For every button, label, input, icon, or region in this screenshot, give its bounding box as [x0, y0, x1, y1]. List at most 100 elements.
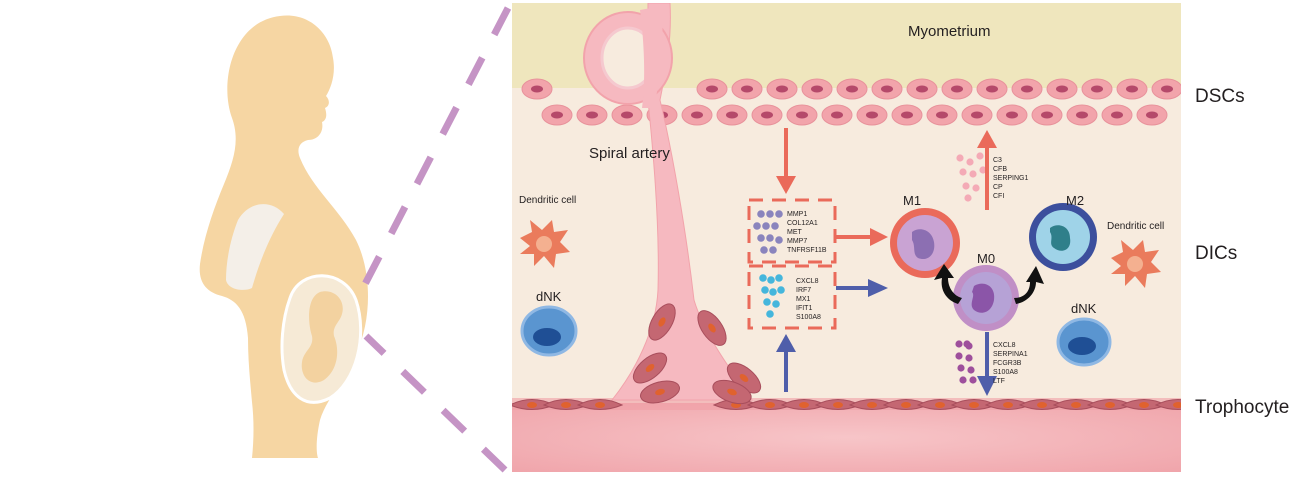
m0-to-m1-arrow	[934, 264, 962, 304]
gene-name: S100A8	[993, 369, 1018, 376]
gene-name: LTF	[993, 378, 1005, 385]
dsc-nucleus	[551, 111, 563, 119]
trophocyte-layer-label: Trophocyte	[1195, 397, 1290, 418]
evt-cell	[712, 379, 752, 405]
dsc-nucleus	[796, 111, 808, 119]
dot	[966, 158, 974, 166]
dsc-nucleus	[691, 111, 703, 119]
dot	[969, 376, 977, 384]
dot	[959, 376, 967, 384]
dot	[772, 300, 780, 308]
trophocyte-nucleus	[1105, 402, 1115, 408]
silhouette-arm-gap	[226, 204, 284, 290]
dsc-nucleus	[1161, 85, 1173, 93]
gene-name: IFIT1	[796, 305, 812, 312]
trophocyte-nucleus	[969, 402, 979, 408]
dot	[757, 234, 765, 242]
dendritic-cell-right-label: Dendritic cell	[1107, 221, 1164, 232]
evt-nucleus	[645, 364, 655, 372]
dot	[775, 210, 783, 218]
dot	[766, 234, 774, 242]
dsc-nucleus	[621, 111, 633, 119]
trophocyte-nucleus	[527, 402, 537, 408]
evt-nucleus	[739, 374, 749, 382]
dendritic-cell-left-label: Dendritic cell	[519, 195, 576, 206]
dot	[964, 194, 972, 202]
dsc-nucleus	[586, 111, 598, 119]
gene-box-upper	[747, 198, 837, 264]
trophocyte-nucleus	[1003, 402, 1013, 408]
gene-box-lower	[747, 264, 837, 330]
evt-nucleus	[727, 388, 737, 396]
dsc-nucleus	[881, 85, 893, 93]
dics-layer-label: DICs	[1195, 243, 1238, 264]
evt-cell	[632, 352, 668, 384]
zoom-line-upper	[358, 6, 512, 292]
dot	[762, 222, 770, 230]
trophocyte-nucleus	[1037, 402, 1047, 408]
dsc-nucleus	[726, 111, 738, 119]
myometrium-label: Myometrium	[908, 23, 991, 40]
dsc-nucleus	[866, 111, 878, 119]
dsc-nucleus	[1041, 111, 1053, 119]
decidua-panel: Myometrium Spiral artery Dendritic cell …	[512, 3, 1181, 472]
extravillous-trophoblasts	[632, 303, 762, 405]
trophocyte-cells	[512, 399, 1181, 410]
dot	[775, 236, 783, 244]
macrophage-m1	[890, 208, 960, 278]
gene-name: CFB	[993, 166, 1007, 173]
gene-name: C3	[993, 157, 1002, 164]
spiral-artery-overlay	[640, 6, 663, 108]
gene-name: CP	[993, 184, 1003, 191]
dot	[979, 166, 987, 174]
evt-cell	[640, 380, 680, 404]
dsc-nucleus	[1021, 85, 1033, 93]
dot	[769, 246, 777, 254]
gene-name: MMP7	[787, 238, 807, 245]
gene-name: CXCL8	[796, 278, 819, 285]
dot-cluster-m0-genes	[955, 340, 977, 384]
gene-name: SERPINA1	[993, 351, 1028, 358]
trophocyte-nucleus	[867, 402, 877, 408]
trophocyte-nucleus	[833, 402, 843, 408]
gene-boxes	[747, 198, 837, 330]
dsc-cell-rows	[521, 78, 1181, 126]
dscs-layer-label: DSCs	[1195, 86, 1245, 107]
spiral-artery	[583, 3, 753, 401]
dot	[753, 222, 761, 230]
evt-nucleus	[655, 388, 665, 396]
dsc-nucleus	[1091, 85, 1103, 93]
m1-label: M1	[903, 193, 921, 208]
dsc-nucleus	[971, 111, 983, 119]
trophocyte-nucleus	[595, 402, 605, 408]
dendritic-cell-right	[1111, 240, 1161, 288]
dot	[757, 210, 765, 218]
dnk-left-label: dNK	[536, 289, 562, 304]
dnk-cell-right	[1056, 317, 1112, 367]
dot	[976, 152, 984, 160]
trophocyte-nucleus	[901, 402, 911, 408]
dsc-nucleus	[1006, 111, 1018, 119]
dot	[962, 182, 970, 190]
gene-name: MX1	[796, 296, 811, 303]
silhouette-body	[199, 15, 368, 458]
zoom-line-lower	[363, 333, 508, 473]
trophocyte-nucleus	[935, 402, 945, 408]
silhouette-fetus	[301, 291, 343, 383]
trophocyte-nucleus	[1173, 402, 1181, 408]
dot-cluster-dsc-genes	[753, 210, 783, 254]
dot	[969, 170, 977, 178]
dsc-nucleus	[1126, 85, 1138, 93]
dsc-nucleus	[706, 85, 718, 93]
dsc-nucleus	[531, 85, 543, 93]
dnk-cell-left	[520, 305, 578, 357]
dsc-nucleus	[831, 111, 843, 119]
dot	[766, 310, 774, 318]
dot	[771, 222, 779, 230]
macrophage-m0	[953, 265, 1019, 331]
gene-name: FCGR3B	[993, 360, 1022, 367]
m0-to-m2-arrow	[1014, 266, 1044, 304]
dsc-nucleus	[811, 85, 823, 93]
zoom-lines	[358, 6, 512, 473]
